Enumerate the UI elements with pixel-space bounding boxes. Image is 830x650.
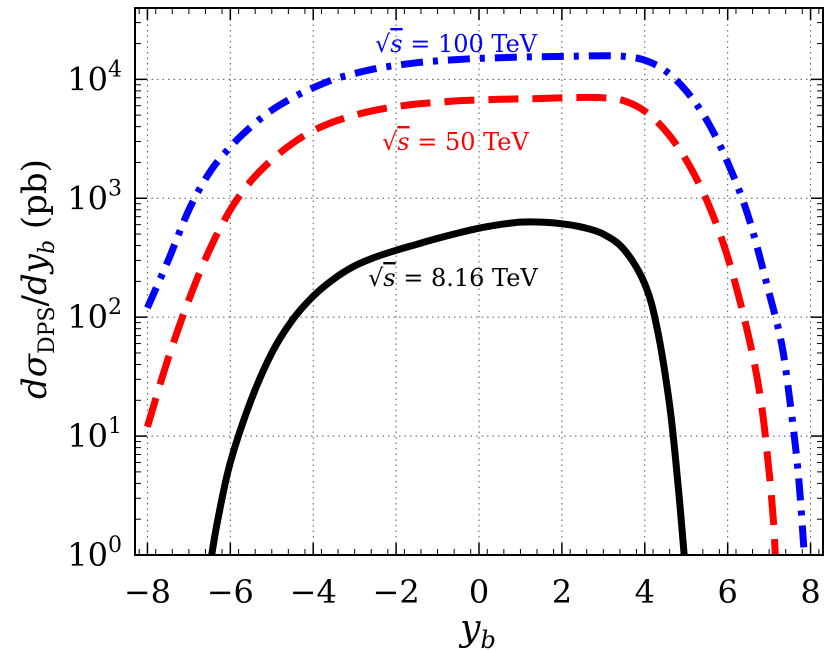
major-ticks (135, 8, 823, 556)
series-line-0 (144, 52, 808, 555)
x-tick-label: 0 (469, 573, 489, 611)
y-tick-label: 101 (67, 414, 122, 455)
series-group (144, 52, 808, 555)
y-tick-labels: 100 101 102 103 104 (67, 57, 122, 574)
x-tick-label: 8 (800, 573, 820, 611)
series-label-1: √s = 50 TeV (382, 128, 530, 156)
x-tick-label: 6 (717, 573, 737, 611)
x-axis-title: yb (458, 608, 496, 650)
y-tick-label: 100 (67, 533, 122, 574)
y-axis-title: dσDPS/dyb (pb) (15, 159, 60, 399)
x-tick-labels: −8 −6 −4 −2 0 2 4 6 8 (124, 573, 821, 611)
series-labels: √s = 100 TeV √s = 50 TeV √s = 8.16 TeV (368, 30, 538, 292)
x-tick-label: −6 (207, 573, 254, 611)
x-tick-label: 2 (552, 573, 572, 611)
x-tick-label: −2 (373, 573, 420, 611)
series-line-2 (208, 218, 688, 555)
y-tick-label: 103 (67, 176, 122, 217)
y-tick-label: 102 (67, 295, 122, 336)
series-label-0: √s = 100 TeV (375, 30, 538, 58)
y-tick-label: 104 (67, 57, 122, 98)
x-tick-label: 4 (635, 573, 655, 611)
series-label-2: √s = 8.16 TeV (368, 264, 538, 292)
x-tick-label: −4 (290, 573, 337, 611)
series-line-1 (144, 93, 779, 555)
x-tick-label: −8 (124, 573, 171, 611)
